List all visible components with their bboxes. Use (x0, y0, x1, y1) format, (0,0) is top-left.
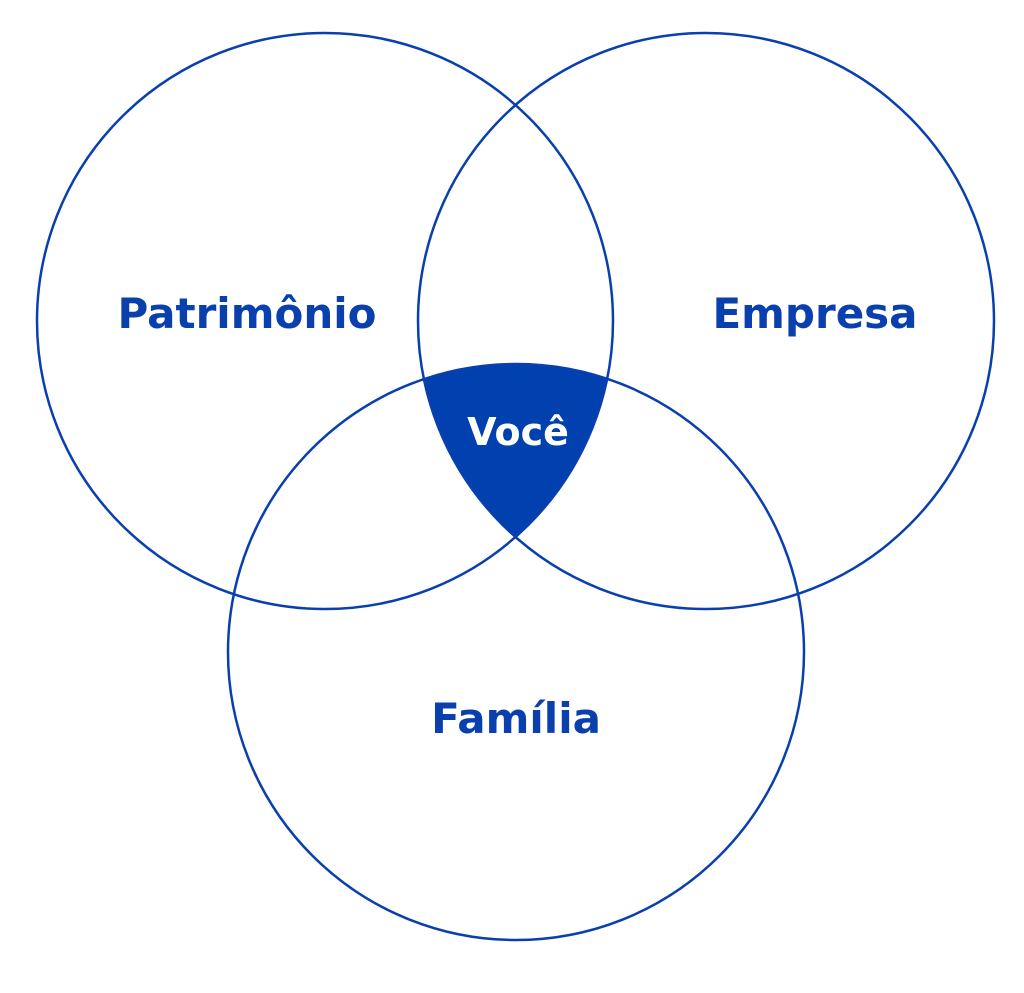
circle-familia (226, 362, 806, 942)
label-empresa: Empresa (712, 289, 917, 338)
circle-patrimonio (35, 31, 615, 611)
circle-empresa (416, 31, 996, 611)
label-patrimonio: Patrimônio (118, 289, 377, 338)
label-voce: Você (467, 410, 569, 454)
label-familia: Família (431, 694, 601, 743)
